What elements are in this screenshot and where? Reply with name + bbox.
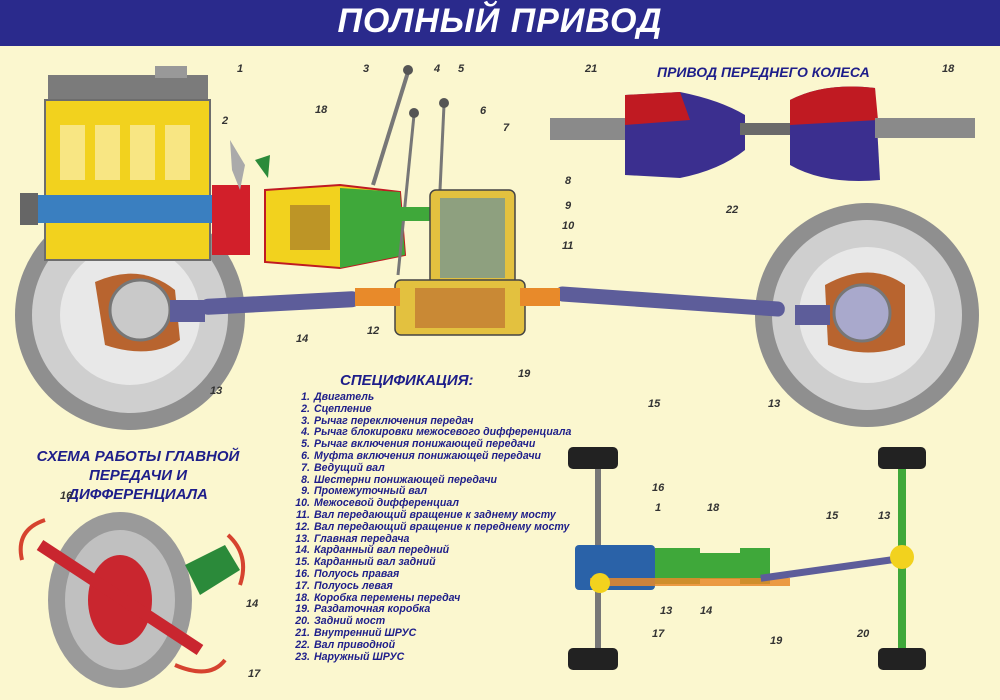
spec-item: 4.Рычаг блокировки межосевого дифференци… — [301, 426, 572, 439]
rear-right-wheel — [755, 203, 979, 427]
callout-2: 2 — [222, 115, 229, 127]
callout-13-left: 13 — [210, 385, 223, 397]
callout-5: 5 — [458, 63, 465, 75]
page-title: ПОЛНЫЙ ПРИВОД — [337, 2, 663, 40]
spec-item: 1.Двигатель — [301, 391, 375, 403]
callout-22: 22 — [726, 204, 739, 216]
callout-16-layout: 16 — [652, 482, 665, 494]
spec-title: СПЕЦИФИКАЦИЯ: — [340, 372, 474, 389]
transfer-case — [394, 189, 526, 336]
spec-item: 22.Вал приводной — [295, 638, 396, 651]
scheme-title: СХЕМА РАБОТЫ ГЛАВНОЙ ПЕРЕДАЧИ И ДИФФЕРЕН… — [36, 448, 240, 503]
engine — [20, 66, 220, 261]
callout-9: 9 — [565, 200, 572, 212]
callout-15-layout: 15 — [826, 510, 839, 522]
spec-item: 9.Промежуточный вал — [301, 485, 428, 498]
front-wheel-drive — [550, 86, 975, 181]
callout-11: 11 — [562, 240, 574, 252]
title-bar — [0, 0, 1000, 46]
callout-15: 15 — [648, 398, 661, 410]
callout-20-layout: 20 — [857, 628, 870, 640]
spec-item: 13.Главная передача — [295, 532, 410, 545]
layout-schematic — [568, 447, 926, 670]
spec-item: 2.Сцепление — [301, 402, 372, 415]
spec-item: 14.Карданный вал передний — [295, 544, 450, 557]
spec-item: 21.Внутренний ШРУС — [295, 626, 417, 639]
spec-item: 7.Ведущий вал — [301, 461, 385, 474]
callout-14: 14 — [296, 333, 309, 345]
callout-17-layout: 17 — [652, 628, 665, 640]
spec-item: 20.Задний мост — [295, 615, 386, 628]
callout-6: 6 — [480, 105, 487, 117]
callout-13-layout-right: 13 — [878, 510, 891, 522]
callout-13-right: 13 — [768, 398, 781, 410]
gearbox — [264, 65, 449, 276]
callout-12: 12 — [367, 325, 380, 337]
spec-item: 15.Карданный вал задний — [295, 556, 436, 569]
spec-item: 23.Наружный ШРУС — [295, 650, 405, 663]
spec-item: 5.Рычаг включения понижающей передачи — [301, 438, 536, 451]
callout-18-layout: 18 — [707, 502, 720, 514]
callout-18: 18 — [315, 104, 328, 116]
callout-3: 3 — [363, 63, 370, 75]
callout-21: 21 — [585, 63, 598, 75]
callout-19-layout: 19 — [770, 635, 783, 647]
callout-8: 8 — [565, 175, 572, 187]
clutch — [212, 140, 270, 255]
callout-1-layout: 1 — [655, 502, 662, 514]
callout-19: 19 — [518, 368, 531, 380]
callout-14-layout: 14 — [700, 605, 713, 617]
callout-7: 7 — [503, 122, 510, 134]
spec-item: 19.Раздаточная коробка — [295, 603, 431, 616]
spec-item: 16.Полуось правая — [295, 567, 400, 580]
callout-1: 1 — [237, 63, 244, 75]
spec-item: 3.Рычаг переключения передач — [301, 414, 474, 427]
spec-item: 12.Вал передающий вращение к переднему м… — [295, 520, 570, 533]
spec-item: 11.Вал передающий вращение к заднему мос… — [296, 508, 556, 521]
callout-10: 10 — [562, 220, 575, 232]
callout-17-scheme: 17 — [248, 668, 261, 680]
callout-4: 4 — [434, 63, 441, 75]
spec-list: 1.Двигатель 2.Сцепление 3.Рычаг переключ… — [290, 391, 572, 663]
spec-item: 10.Межосевой дифференциал — [295, 497, 459, 510]
callout-13-layout-left: 13 — [660, 605, 673, 617]
drive-shafts — [170, 286, 830, 325]
callout-18-fwd: 18 — [942, 63, 955, 75]
front-wheel-drive-title: ПРИВОД ПЕРЕДНЕГО КОЛЕСА — [657, 64, 870, 80]
spec-item: 8.Шестерни понижающей передачи — [301, 473, 498, 486]
differential-scheme — [18, 512, 245, 688]
spec-item: 18.Коробка перемены передач — [295, 591, 461, 604]
callout-14-scheme: 14 — [246, 598, 259, 610]
callout-16-scheme: 16 — [60, 490, 73, 502]
spec-item: 6.Муфта включения понижающей передачи — [301, 449, 541, 462]
spec-item: 17.Полуось левая — [295, 579, 393, 592]
